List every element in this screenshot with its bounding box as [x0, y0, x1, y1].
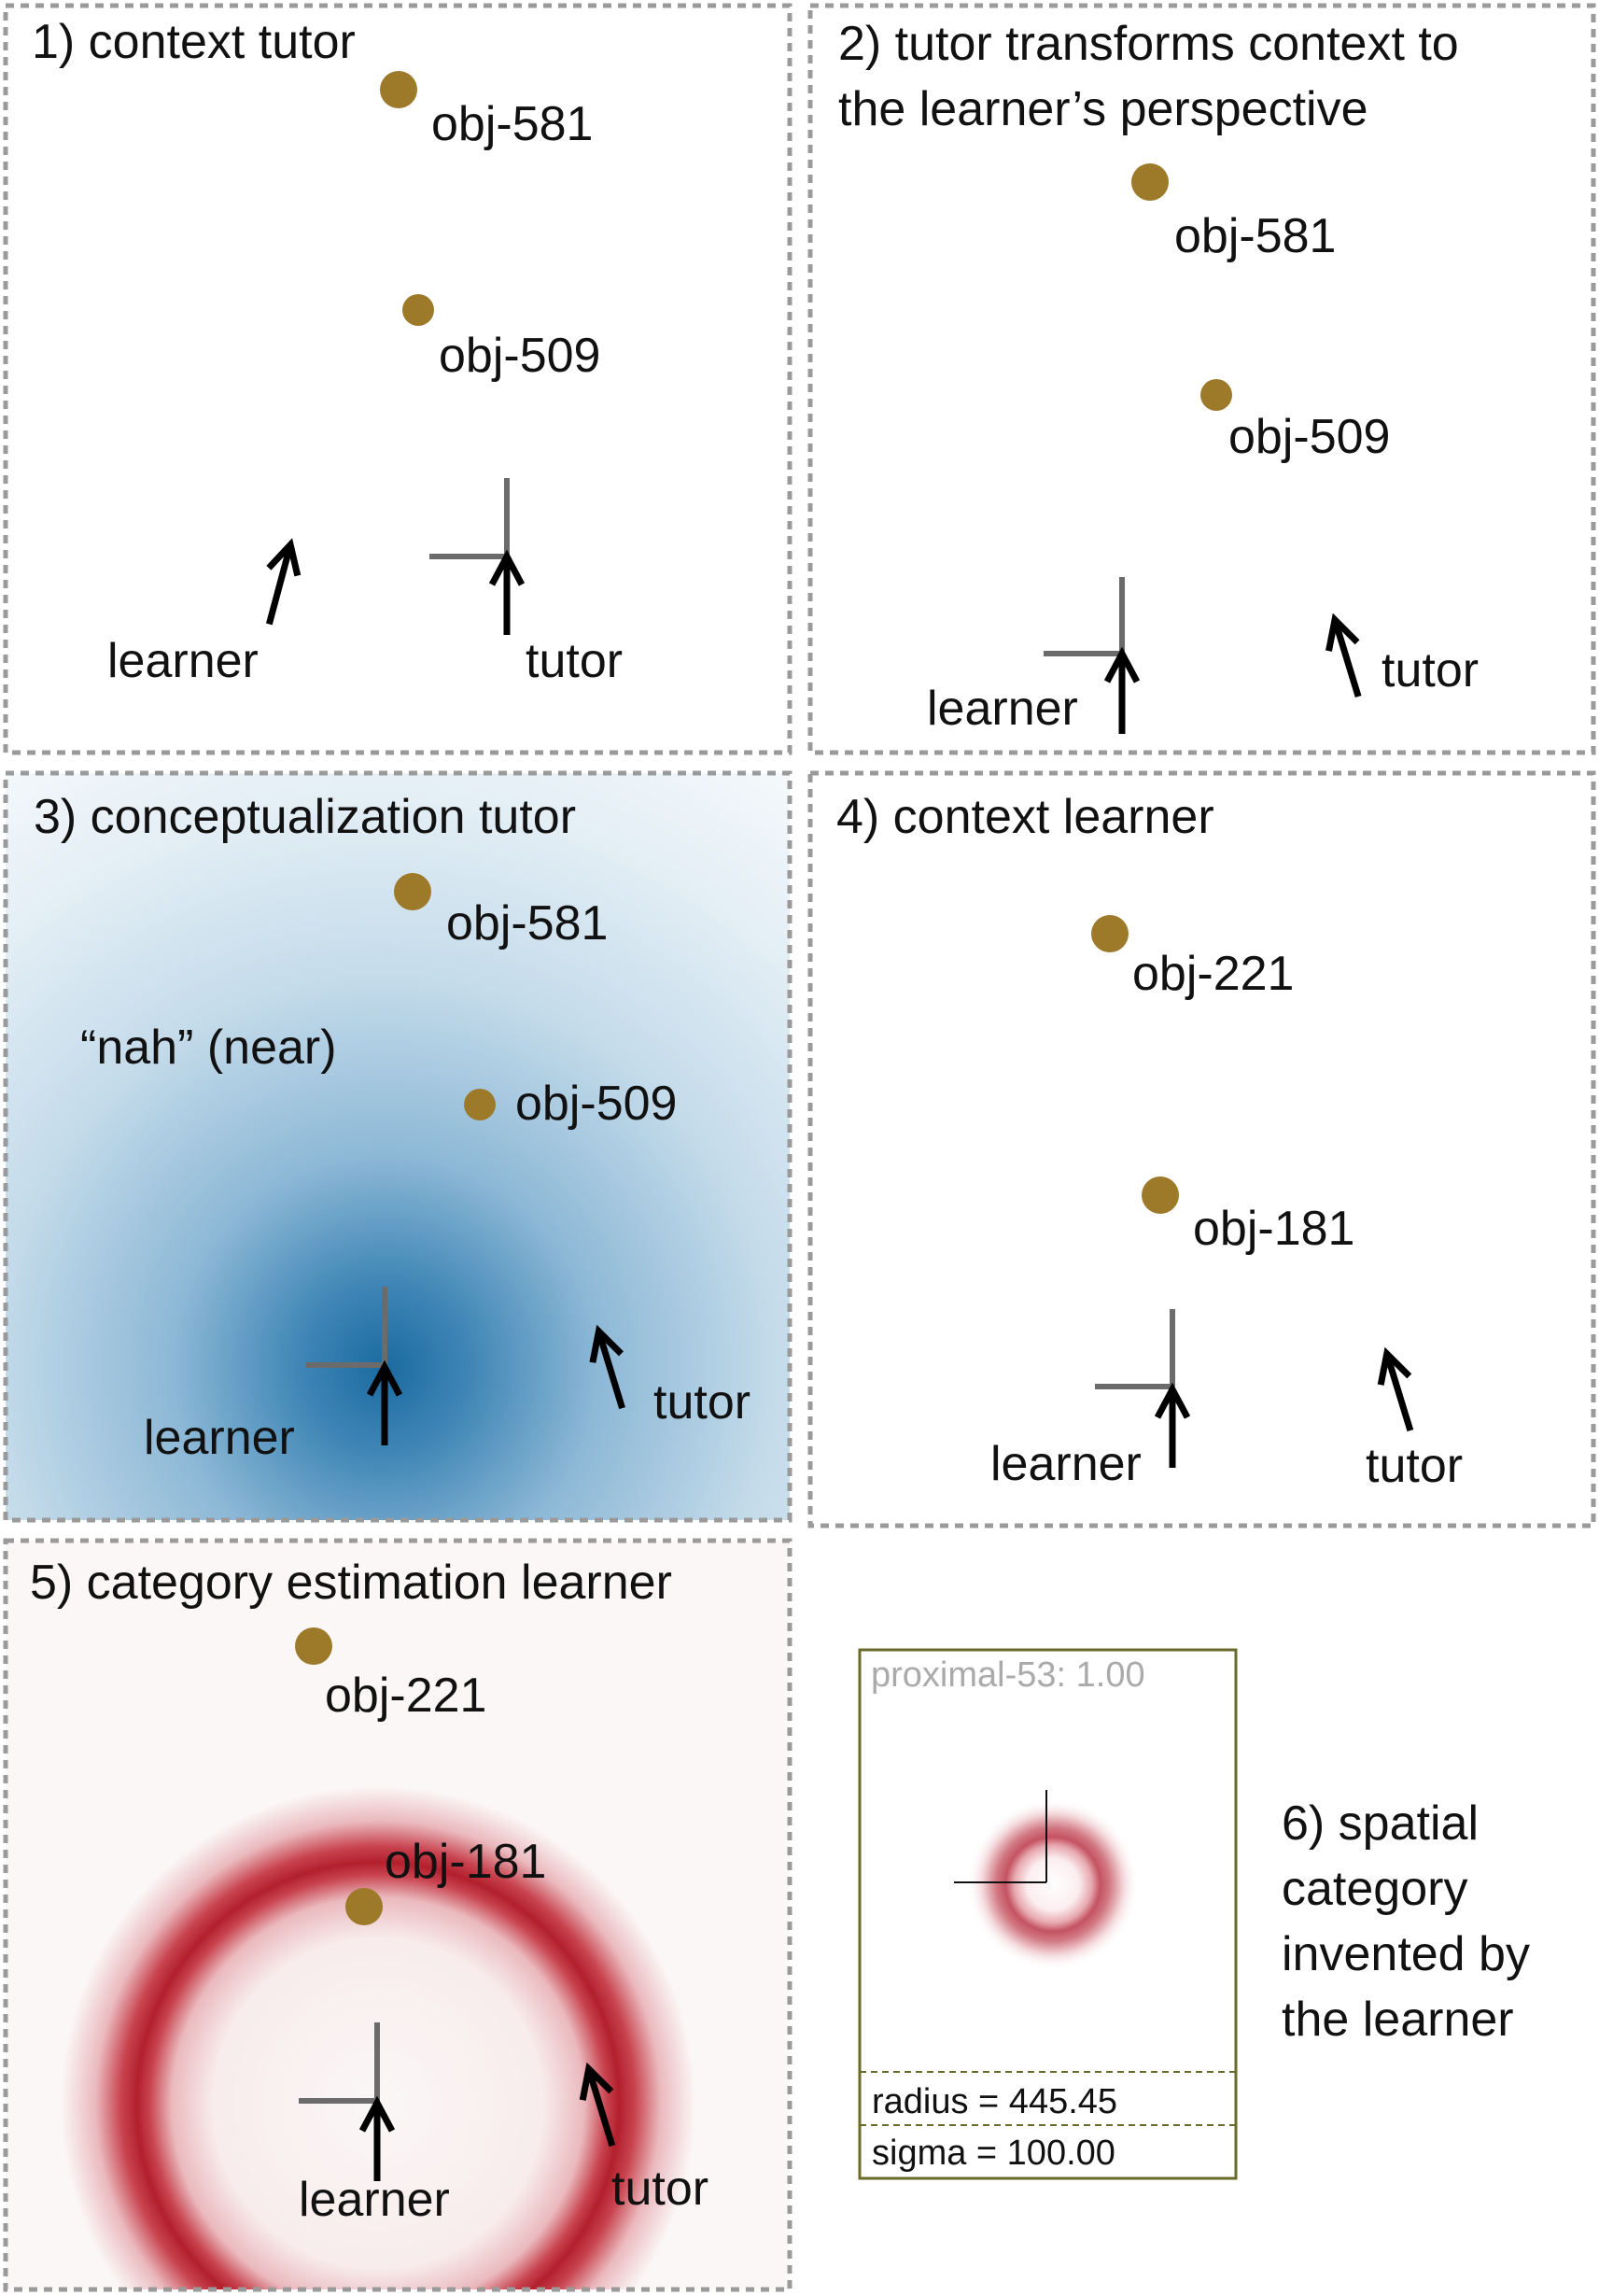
- object-marker: [464, 1089, 496, 1120]
- learner-label: learner: [299, 2173, 450, 2227]
- panel-2-border: [807, 3, 1596, 755]
- learner-arrow-icon: [366, 1359, 403, 1445]
- tutor-label: tutor: [1366, 1439, 1463, 1493]
- panel-6-caption-line: category: [1282, 1862, 1467, 1916]
- panel-1-title: 1) context tutor: [32, 15, 356, 69]
- learner-arrow-icon: [358, 2095, 396, 2181]
- learner-arrow-icon: [265, 538, 302, 626]
- panel-6-caption-line: 6) spatial: [1282, 1796, 1479, 1851]
- object-label: obj-221: [1132, 947, 1294, 1001]
- tutor-label: tutor: [611, 2162, 708, 2216]
- tutor-label: tutor: [526, 634, 623, 688]
- learner-label: learner: [990, 1437, 1142, 1491]
- learner-label: learner: [144, 1411, 295, 1465]
- tutor-arrow-icon: [1377, 1346, 1414, 1432]
- object-label: obj-581: [431, 97, 593, 151]
- object-marker: [1131, 163, 1169, 201]
- tutor-label: tutor: [653, 1375, 750, 1430]
- panel-4-title: 4) context learner: [836, 790, 1214, 844]
- sigma-value: sigma = 100.00: [872, 2134, 1115, 2173]
- panel-5: 5) category estimation learner obj-221 o…: [3, 1538, 792, 2292]
- learner-label: learner: [107, 634, 259, 688]
- object-label: obj-509: [1228, 410, 1390, 464]
- category-header: proximal-53: 1.00: [871, 1655, 1145, 1695]
- tutor-label: tutor: [1382, 643, 1479, 697]
- object-label: obj-221: [325, 1669, 486, 1723]
- learner-arrow-icon: [1154, 1382, 1191, 1468]
- object-marker: [345, 1888, 383, 1925]
- object-marker: [295, 1627, 332, 1665]
- panel-1: 1) context tutor obj-581 obj-509 learner…: [3, 3, 792, 755]
- object-marker: [1091, 915, 1129, 952]
- panel-5-title: 5) category estimation learner: [30, 1556, 672, 1610]
- learner-label: learner: [927, 682, 1078, 736]
- tutor-arrow-icon: [488, 549, 526, 635]
- panel-5-heatmap: [3, 1538, 792, 2292]
- object-marker: [1200, 379, 1232, 411]
- object-marker: [394, 873, 431, 910]
- panel-4-border: [807, 770, 1596, 1528]
- object-label: obj-581: [446, 896, 608, 951]
- panel-6-caption-line: the learner: [1282, 1993, 1514, 2047]
- object-label: obj-509: [439, 329, 600, 383]
- object-marker: [1142, 1176, 1179, 1214]
- object-label: obj-181: [385, 1835, 546, 1889]
- tutor-arrow-icon: [589, 1324, 625, 1410]
- category-word: “nah” (near): [80, 1021, 337, 1075]
- panel-3-title: 3) conceptualization tutor: [34, 790, 576, 844]
- panel-3: 3) conceptualization tutor obj-581 “nah”…: [3, 770, 792, 1523]
- object-label: obj-181: [1193, 1202, 1354, 1256]
- panel-2-title-line-1: 2) tutor transforms context to: [838, 17, 1459, 71]
- radius-value: radius = 445.45: [872, 2082, 1117, 2121]
- tutor-arrow-icon: [1325, 613, 1362, 698]
- panel-1-border: [3, 3, 792, 755]
- object-label: obj-509: [515, 1077, 677, 1131]
- panel-4: 4) context learner obj-221 obj-181 learn…: [807, 770, 1596, 1528]
- panel-6: proximal-53: 1.00 radius = 445.45 sigma …: [858, 1648, 1530, 2180]
- panel-6-caption-line: invented by: [1282, 1927, 1530, 1981]
- object-marker: [380, 71, 417, 108]
- category-ring: [967, 1798, 1139, 1970]
- object-marker: [402, 294, 434, 326]
- panel-2-title-line-2: the learner’s perspective: [838, 82, 1368, 136]
- panel-2: 2) tutor transforms context to the learn…: [807, 3, 1596, 755]
- learner-arrow-icon: [1103, 646, 1141, 734]
- tutor-arrow-icon: [579, 2062, 616, 2148]
- object-label: obj-581: [1174, 209, 1336, 263]
